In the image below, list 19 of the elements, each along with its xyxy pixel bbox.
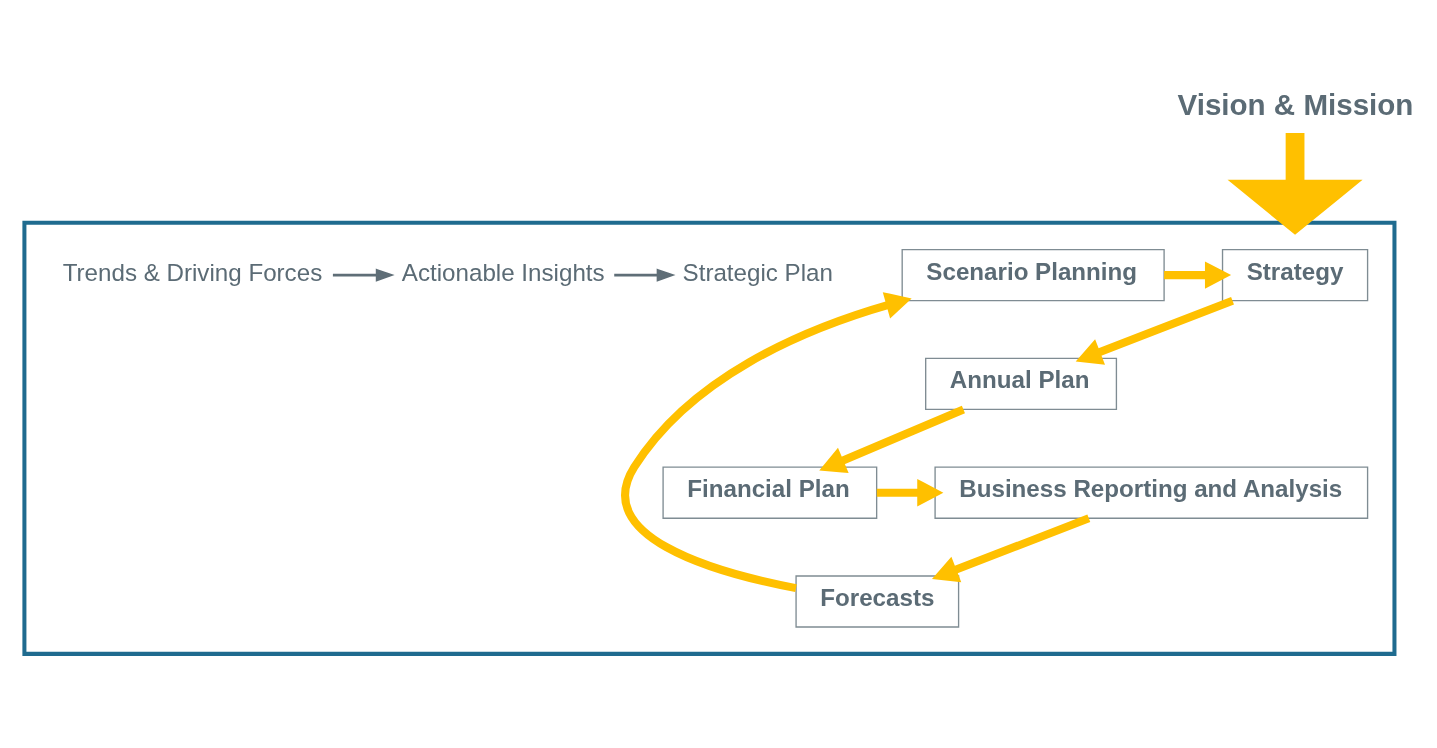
arrow xyxy=(819,405,965,473)
node-box: Forecasts xyxy=(795,574,960,628)
node-box: Strategy xyxy=(1221,248,1369,301)
cluster xyxy=(22,220,1397,656)
arrow xyxy=(931,514,1091,582)
node-text: Trends & Driving Forces xyxy=(62,258,323,286)
node-box: Annual Plan xyxy=(925,357,1118,410)
node-text: Vision & Mission xyxy=(1177,87,1414,121)
arrow xyxy=(1164,260,1232,289)
arrow xyxy=(1075,296,1234,365)
arrow xyxy=(621,291,912,592)
arrow xyxy=(876,478,944,506)
arrow xyxy=(614,268,676,282)
arrow xyxy=(332,268,395,282)
node-text: Strategic Plan xyxy=(682,258,833,286)
node-box: Financial Plan xyxy=(662,466,878,519)
node-text: Actionable Insights xyxy=(401,258,605,286)
node-box: Business Reporting and Analysis xyxy=(934,466,1369,519)
node-box: Scenario Planning xyxy=(901,248,1165,301)
